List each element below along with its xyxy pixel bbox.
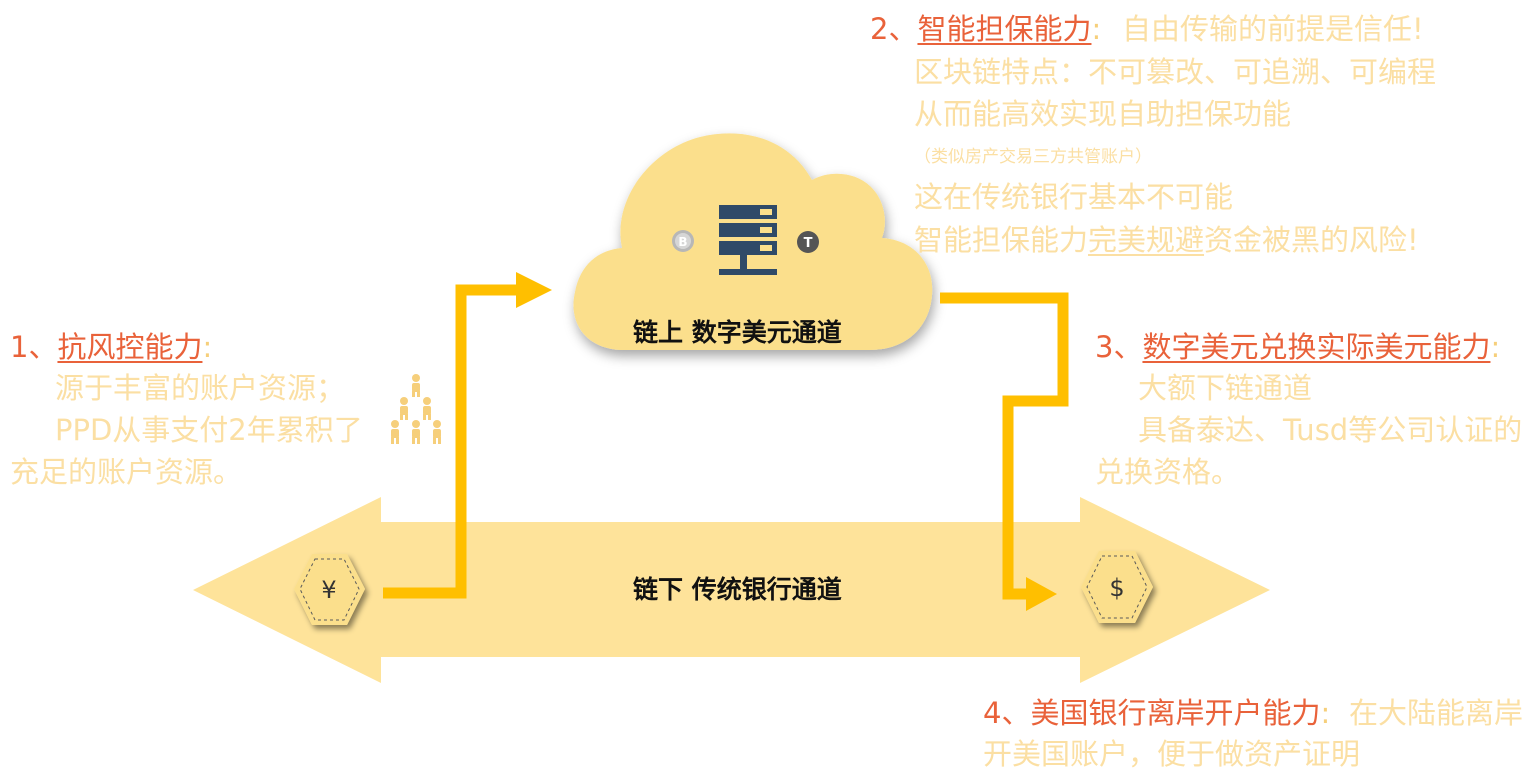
item4-heading: 4、美国银行离岸开户能力: [983, 699, 1330, 728]
item2-title: 智能担保能力 [917, 12, 1092, 46]
item2-line1: 区块链特点：不可篡改、可追溯、可编程 [914, 55, 1437, 89]
item1-line3: 充足的账户资源。 [10, 455, 243, 489]
item2-heading: 2、智能担保能力: [870, 15, 1101, 44]
item2-number: 2、 [870, 12, 918, 46]
item3-title: 数字美元兑换实际美元能力 [1142, 330, 1491, 364]
item3-line2: 具备泰达、Tusd等公司认证的 [1138, 413, 1523, 447]
dollar-hex-badge: $ [1081, 551, 1153, 623]
item3-line1: 大额下链通道 [1138, 371, 1313, 405]
item1-colon: : [202, 330, 213, 364]
item2-line2: 从而能高效实现自助担保功能 [914, 97, 1292, 131]
item4-line2: 开美国账户，便于做资产证明 [983, 737, 1361, 771]
people-pyramid-icon [391, 374, 441, 444]
item3-line3: 兑换资格。 [1095, 455, 1241, 489]
yuan-symbol: ¥ [321, 576, 336, 604]
item4-number: 4、 [983, 696, 1031, 730]
item2-colon: : [1091, 12, 1102, 46]
item2-line5-underlined: 完美规避 [1088, 223, 1205, 257]
item4-colon: : [1320, 696, 1331, 730]
onchain-channel-label: 链上 数字美元通道 [633, 318, 842, 347]
connector-up-line [383, 284, 520, 599]
tether-coin-symbol: T [804, 236, 813, 251]
tether-coin-icon: T [797, 231, 819, 253]
connector-down-line [940, 292, 1069, 600]
server-icon [719, 205, 777, 275]
connector-up-arrowhead [516, 272, 552, 308]
item1-line1: 源于丰富的账户资源； [55, 371, 346, 405]
item2-line5-start: 智能担保能力 [914, 223, 1089, 257]
bitcoin-coin-symbol: B [678, 235, 687, 249]
item3-colon: : [1490, 330, 1501, 364]
yuan-hex-badge: ¥ [294, 554, 365, 625]
item2-line4: 这在传统银行基本不可能 [914, 180, 1234, 214]
item2-line5-end: 资金被黑的风险! [1204, 223, 1419, 257]
dollar-symbol: $ [1109, 574, 1124, 602]
item2-tagline: 自由传输的前提是信任! [1122, 12, 1424, 46]
item2-line5: 智能担保能力完美规避资金被黑的风险! [914, 226, 1419, 255]
item3-heading: 3、数字美元兑换实际美元能力: [1095, 333, 1500, 362]
connector-down-arrowhead [1026, 577, 1057, 611]
bitcoin-coin-icon: B [672, 230, 694, 252]
item1-heading: 1、抗风控能力: [10, 333, 212, 362]
offchain-channel-label: 链下 传统银行通道 [633, 575, 842, 604]
item1-number: 1、 [10, 330, 58, 364]
item1-line2: PPD从事支付2年累积了 [55, 413, 363, 447]
item1-title: 抗风控能力 [57, 330, 203, 364]
item4-line1: 在大陆能离岸 [1349, 696, 1524, 730]
item2-line3: （类似房产交易三方共管账户） [914, 147, 1152, 167]
item4-title: 美国银行离岸开户能力 [1030, 696, 1321, 730]
item3-number: 3、 [1095, 330, 1143, 364]
